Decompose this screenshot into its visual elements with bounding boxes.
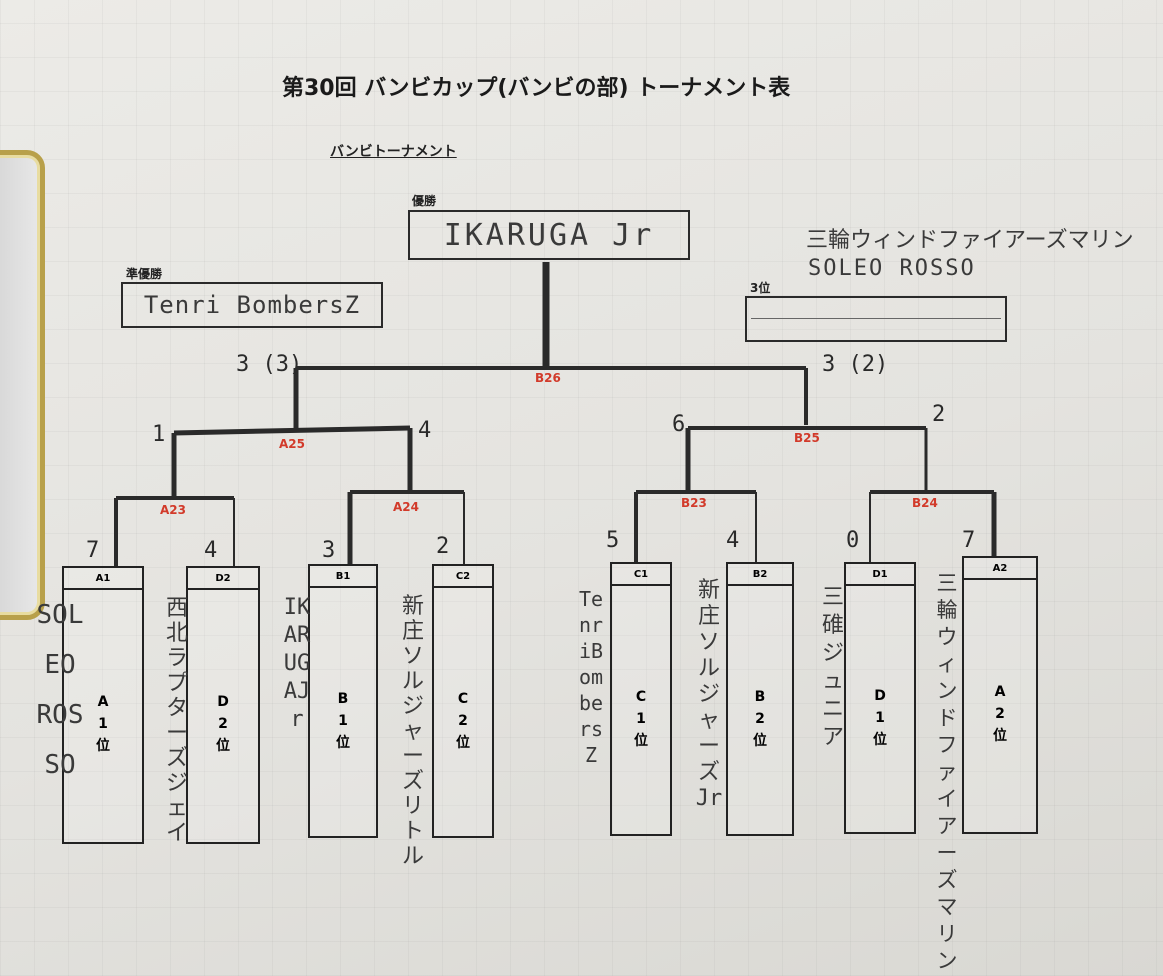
- champion-box: IKARUGA Jr: [408, 210, 690, 260]
- seed-label: A 2 位: [993, 684, 1007, 745]
- slot-label: A2: [964, 558, 1036, 580]
- seed-label: C 2 位: [456, 690, 470, 751]
- champion-label: 優勝: [412, 194, 437, 208]
- match-qf-3: B23: [681, 496, 707, 510]
- team-slot-d1: D1 D 1 位: [844, 562, 916, 834]
- team-name: 新庄ソルジャーズリトル: [401, 594, 424, 869]
- match-semi-right: B25: [794, 431, 820, 445]
- team-slot-b1: B1 B 1 位: [308, 564, 378, 838]
- runner-up-box: Tenri BombersZ: [121, 282, 383, 328]
- team-name: IKARUGAJr: [283, 595, 311, 732]
- team-slot-d2: D2 D 2 位: [186, 566, 260, 844]
- team-name: SOLEO ROSSO: [36, 600, 84, 780]
- seed-label: A 1 位: [96, 694, 110, 755]
- score-final-left: 3 (3): [236, 352, 303, 377]
- page-title: 第30回 バンビカップ(バンビの部) トーナメント表: [282, 76, 791, 101]
- slot-label: B2: [728, 564, 792, 586]
- slot-label: D2: [188, 568, 258, 590]
- score-final-right: 3 (2): [822, 352, 889, 377]
- third-box: [745, 296, 1007, 342]
- team-score: 0: [846, 528, 860, 553]
- team-score: 5: [606, 528, 620, 553]
- score-b25-left: 6: [672, 412, 686, 437]
- team-slot-a2: A2 A 2 位: [962, 556, 1038, 834]
- team-slot-a1: A1 A 1 位: [62, 566, 144, 844]
- team-score: 3: [322, 538, 336, 563]
- team-name: 新庄ソルジャーズJr: [695, 578, 723, 811]
- match-final: B26: [535, 371, 561, 385]
- page-subtitle: バンビトーナメント: [330, 144, 457, 160]
- match-qf-1: A23: [160, 503, 186, 517]
- binder-clip: [0, 150, 45, 620]
- slot-label: A1: [64, 568, 142, 590]
- team-score: 7: [962, 528, 976, 553]
- team-name: TenriBombersZ: [578, 587, 604, 767]
- third-box-divider: [751, 318, 1001, 319]
- seed-label: D 2 位: [216, 694, 230, 755]
- bracket-line-a25: [173, 425, 411, 436]
- third-team-1: 三輪ウィンドファイアーズマリン: [806, 228, 1134, 253]
- slot-label: B1: [310, 566, 376, 588]
- slot-label: C1: [612, 564, 670, 586]
- team-score: 2: [436, 534, 450, 559]
- match-semi-left: A25: [279, 437, 305, 451]
- team-name: 三輪ウィンドファイアーズマリン: [936, 571, 958, 973]
- seed-label: D 1 位: [873, 687, 887, 748]
- seed-label: B 1 位: [336, 690, 350, 751]
- match-qf-2: A24: [393, 500, 419, 514]
- team-name: 西北ラプターズジェイ: [165, 596, 188, 846]
- score-a25-left: 1: [152, 422, 166, 447]
- team-score: 7: [86, 538, 100, 563]
- team-name: 三碓ジュニア: [821, 585, 844, 750]
- seed-label: C 1 位: [634, 688, 648, 749]
- slot-label: D1: [846, 564, 914, 586]
- team-slot-c1: C1 C 1 位: [610, 562, 672, 836]
- match-qf-4: B24: [912, 496, 938, 510]
- slot-label: C2: [434, 566, 492, 588]
- score-a25-right: 4: [418, 418, 432, 443]
- team-score: 4: [204, 538, 218, 563]
- score-b25-right: 2: [932, 402, 946, 427]
- champion-name: IKARUGA Jr: [443, 217, 655, 253]
- team-slot-b2: B2 B 2 位: [726, 562, 794, 836]
- third-team-2: SOLEO ROSSO: [808, 256, 976, 281]
- runner-up-label: 準優勝: [126, 267, 163, 281]
- third-label: 3位: [750, 281, 771, 295]
- team-score: 4: [726, 528, 740, 553]
- team-slot-c2: C2 C 2 位: [432, 564, 494, 838]
- seed-label: B 2 位: [753, 688, 767, 749]
- runner-up-name: Tenri BombersZ: [143, 291, 361, 319]
